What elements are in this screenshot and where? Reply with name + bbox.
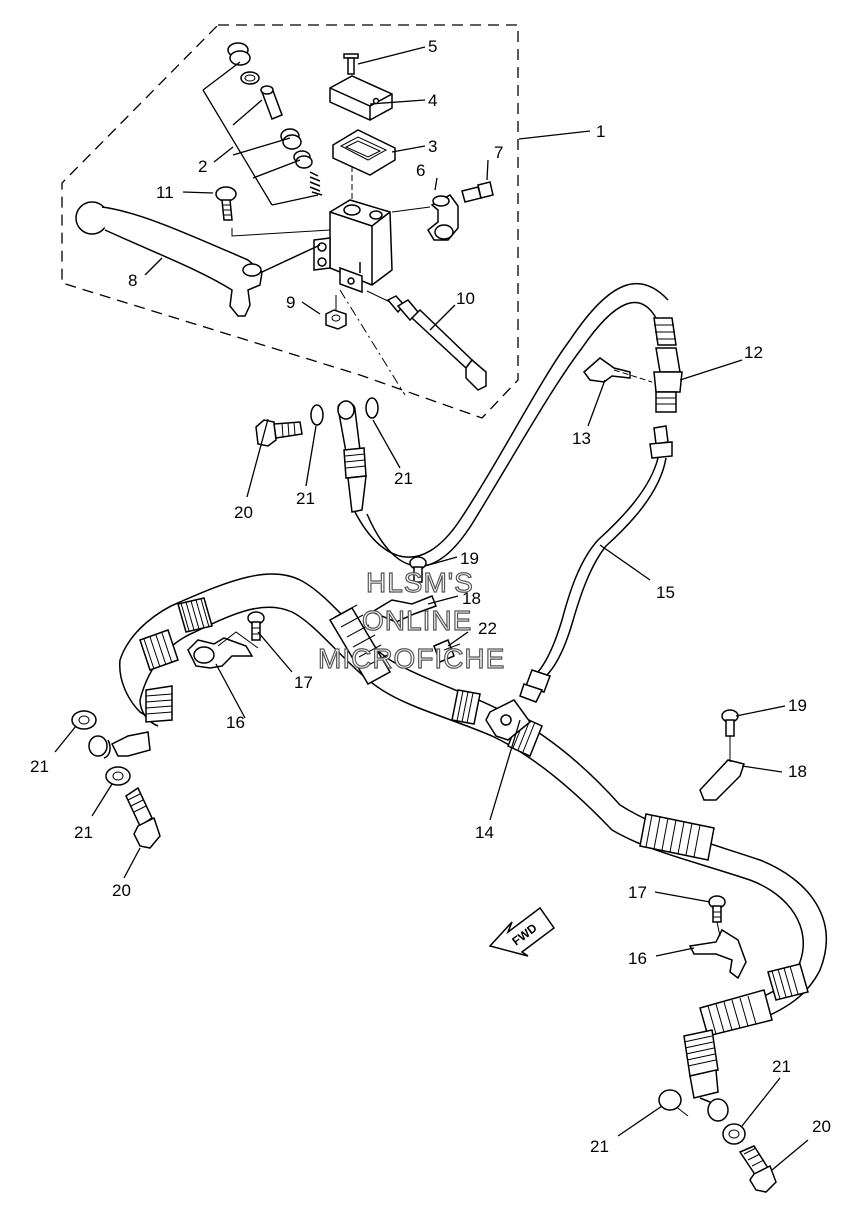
master-cylinder-assembly	[75, 42, 494, 396]
callout-16: 16	[628, 949, 647, 968]
bracket-lower-right	[688, 895, 747, 980]
reservoir-cap	[329, 75, 393, 121]
lever-pin	[215, 186, 331, 237]
callout-16: 16	[226, 713, 245, 732]
piston-kit	[202, 42, 323, 206]
diaphragm	[332, 129, 396, 176]
callout-15: 15	[656, 583, 675, 602]
clamp-bolt	[247, 611, 265, 641]
watermark-line-3: MICROFICHE	[318, 643, 505, 674]
callout-7: 7	[494, 143, 503, 162]
callout-1: 1	[596, 122, 605, 141]
copper-washer	[722, 1123, 746, 1145]
callout-18: 18	[788, 762, 807, 781]
assembly-boundary	[61, 24, 519, 419]
hose-clip-upper	[582, 357, 631, 383]
callout-5: 5	[428, 37, 437, 56]
holder-clamp	[427, 194, 459, 241]
union-bolt-left	[125, 786, 161, 849]
bracket-right	[699, 709, 745, 801]
callout-11: 11	[156, 183, 174, 202]
callout-21: 21	[772, 1057, 791, 1076]
callout-20: 20	[812, 1117, 831, 1136]
callout-10: 10	[456, 289, 475, 308]
hose-protector	[139, 597, 809, 1077]
copper-washer	[105, 766, 131, 786]
callout-18: 18	[462, 589, 481, 608]
brake-pipe	[519, 425, 673, 703]
leader-lines	[54, 46, 809, 1171]
callout-19: 19	[460, 549, 479, 568]
master-cylinder-body	[313, 199, 393, 294]
callout-12: 12	[744, 343, 763, 362]
watermark-line-2: ONLINE	[362, 605, 472, 636]
union-bolt-right	[738, 1145, 777, 1193]
watermark: HLSM'S ONLINE MICROFICHE	[317, 566, 505, 674]
callout-19: 19	[788, 696, 807, 715]
callout-22: 22	[478, 619, 497, 638]
callout-9: 9	[286, 293, 295, 312]
upper-banjo-group	[255, 397, 379, 513]
callout-4: 4	[428, 91, 437, 110]
callout-21: 21	[74, 823, 93, 842]
callout-17: 17	[294, 673, 313, 692]
callout-3: 3	[428, 137, 437, 156]
callout-6: 6	[416, 161, 425, 180]
union-bolt-upper	[255, 419, 303, 447]
brake-lever	[75, 201, 321, 317]
lever-nut	[325, 295, 347, 330]
cap-screw	[343, 53, 359, 75]
copper-washer	[658, 1089, 682, 1111]
watermark-line-1: HLSM'S	[366, 567, 474, 598]
callout-21: 21	[30, 757, 49, 776]
callout-8: 8	[128, 271, 137, 290]
callout-13: 13	[572, 429, 591, 448]
lower-brake-hose	[88, 573, 827, 1122]
callout-21: 21	[296, 489, 315, 508]
fwd-arrow: FWD	[488, 906, 556, 957]
callout-21: 21	[394, 469, 413, 488]
copper-washer	[365, 397, 379, 419]
pipe-joint	[485, 699, 532, 741]
callout-20: 20	[234, 503, 253, 522]
callout-17: 17	[628, 883, 647, 902]
copper-washer	[71, 710, 97, 730]
callout-2: 2	[198, 157, 207, 176]
callout-21: 21	[590, 1137, 609, 1156]
brake-light-switch	[366, 290, 487, 391]
callout-14: 14	[475, 823, 494, 842]
holder-bolt	[461, 181, 494, 203]
copper-washer	[310, 404, 324, 426]
callout-20: 20	[112, 881, 131, 900]
hose-clamp	[187, 631, 259, 669]
callout-labels: 1 2 3 4 5 6 7 8 9 10 11 12 13 14 15 16 1…	[30, 37, 831, 1156]
